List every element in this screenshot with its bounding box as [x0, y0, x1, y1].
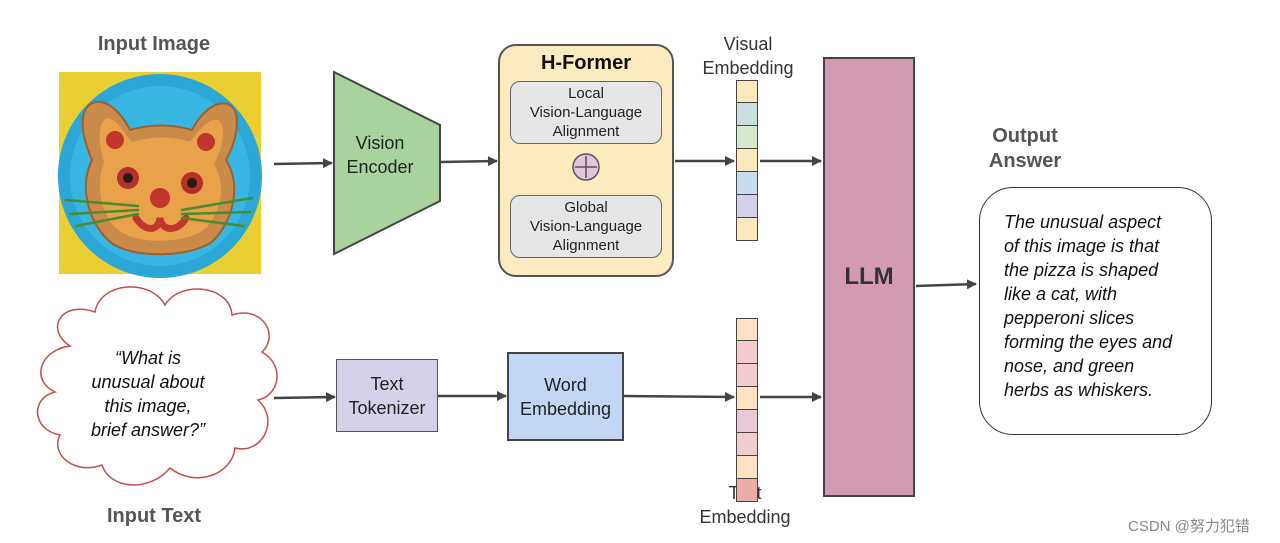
olive-eye-right	[187, 178, 197, 188]
output-answer-line1: Output	[992, 125, 1058, 147]
visual-embedding-cell	[736, 149, 758, 172]
vision-encoder-line2: Encoder	[346, 157, 414, 177]
watermark-text: CSDN @努力犯错	[1128, 518, 1250, 535]
vision-encoder-line1: Vision	[355, 133, 405, 153]
pepperoni-mouth	[132, 214, 190, 232]
hformer-block: H-Former Local Vision-Language Alignment…	[498, 44, 674, 277]
word-embedding-line2: Embedding	[519, 398, 612, 419]
visual-embedding-cell	[736, 126, 758, 149]
herb-whiskers	[64, 196, 254, 228]
visual-embedding-cell	[736, 218, 758, 241]
question-line4: brief answer?”	[90, 420, 206, 440]
answer-line2: of this image is that	[1004, 236, 1160, 256]
answer-line3: the pizza is shaped	[1004, 260, 1159, 280]
arrow-word-embedding-to-text-embedding	[623, 391, 735, 402]
local-alignment-line1: Local	[568, 85, 604, 102]
question-text: “What is unusual about this image, brief…	[63, 346, 233, 442]
answer-line8: herbs as whiskers.	[1004, 380, 1154, 400]
text-embedding-cell	[736, 410, 758, 433]
pepperoni-ear-left	[106, 131, 124, 149]
text-embedding-line2: Embedding	[699, 507, 791, 527]
pepperoni-ear-right	[197, 133, 215, 151]
text-embedding-stack	[736, 318, 758, 502]
text-embedding-cell	[736, 387, 758, 410]
visual-embedding-line2: Embedding	[702, 58, 794, 78]
vision-encoder-shape	[333, 70, 441, 256]
answer-line7: nose, and green	[1004, 356, 1135, 376]
input-text-label: Input Text	[106, 505, 202, 527]
text-embedding-cell	[736, 341, 758, 364]
answer-line4: like a cat, with	[1004, 284, 1118, 304]
arrow-image-to-encoder	[273, 158, 333, 169]
question-cloud-shape	[36, 286, 278, 486]
text-embedding-cell	[736, 364, 758, 387]
global-alignment-line3: Alignment	[552, 237, 620, 254]
word-embedding-line1: Word	[544, 374, 587, 395]
text-tokenizer-line1: Text	[370, 373, 404, 394]
answer-line6: forming the eyes and	[1004, 332, 1173, 352]
arrow-llm-to-answer	[915, 279, 977, 290]
text-tokenizer-box: Text Tokenizer	[336, 359, 438, 432]
visual-embedding-label: Visual Embedding	[688, 32, 808, 80]
arrow-cloud-to-tokenizer	[273, 392, 336, 403]
answer-line5: pepperoni slices	[1004, 308, 1135, 328]
visual-embedding-cell	[736, 103, 758, 126]
vision-encoder-label: Vision Encoder	[334, 131, 426, 179]
pepperoni-nose	[150, 188, 170, 208]
text-embedding-cell	[736, 433, 758, 456]
visual-embedding-line1: Visual	[723, 34, 773, 54]
question-line3: this image,	[104, 396, 192, 416]
local-alignment-line3: Alignment	[552, 123, 620, 140]
global-alignment-line1: Global	[564, 199, 608, 216]
global-alignment-box: Global Vision-Language Alignment	[510, 195, 662, 258]
llm-label: LLM	[844, 263, 894, 290]
word-embedding-box: Word Embedding	[507, 352, 624, 441]
text-embedding-cell	[736, 479, 758, 502]
output-answer-line2: Answer	[988, 150, 1062, 172]
text-embedding-cell	[736, 456, 758, 479]
question-line2: unusual about	[91, 372, 205, 392]
local-alignment-box: Local Vision-Language Alignment	[510, 81, 662, 144]
answer-line1: The unusual aspect	[1004, 212, 1162, 232]
hformer-title: H-Former	[540, 52, 631, 74]
visual-embedding-cell	[736, 80, 758, 103]
olive-eye-left	[123, 173, 133, 183]
answer-box: The unusual aspect of this image is that…	[979, 187, 1212, 435]
visual-embedding-stack	[736, 80, 758, 241]
output-answer-label: Output Answer	[960, 124, 1090, 174]
visual-embedding-cell	[736, 195, 758, 218]
arrow-encoder-to-hformer	[439, 156, 498, 167]
llm-block: LLM	[823, 57, 915, 497]
visual-embedding-cell	[736, 172, 758, 195]
question-line1: “What is	[114, 348, 181, 368]
circled-plus-icon	[572, 153, 600, 181]
global-alignment-line2: Vision-Language	[529, 218, 643, 235]
input-image-label: Input Image	[97, 33, 211, 55]
text-tokenizer-line2: Tokenizer	[348, 397, 426, 418]
local-alignment-line2: Vision-Language	[529, 104, 643, 121]
text-embedding-cell	[736, 318, 758, 341]
